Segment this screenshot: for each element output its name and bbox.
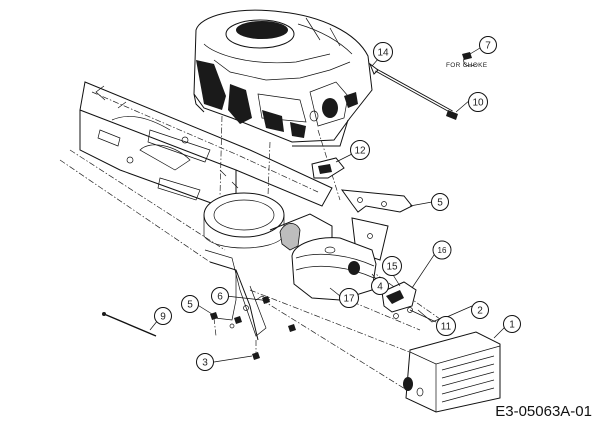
callout-label: 17 (343, 294, 355, 305)
choke-note: FOR CHOKE (446, 62, 488, 69)
callout-14: 14 (373, 42, 393, 62)
callout-1: 1 (503, 315, 521, 333)
muffler (279, 223, 377, 301)
hardware (102, 295, 296, 360)
callout-label: 15 (386, 262, 398, 273)
callout-label: 12 (354, 146, 366, 157)
intake-bracket (311, 157, 345, 179)
callout-3: 3 (196, 353, 214, 371)
callout-label: 3 (202, 358, 208, 369)
callout-label: 5 (437, 198, 443, 209)
callout-17: 17 (339, 288, 359, 308)
callout-label: 11 (441, 322, 452, 333)
callout-7: 7 (479, 36, 497, 54)
callout-label: 16 (438, 246, 447, 255)
callout-11: 11 (436, 316, 456, 336)
diagram-code: E3-05063A-01 (495, 403, 592, 420)
muffler-cover (403, 331, 501, 413)
callout-label: 2 (477, 306, 483, 317)
callout-label: 7 (485, 41, 491, 52)
callout-16: 16 (432, 240, 452, 260)
callout-15: 15 (382, 256, 402, 276)
callout-label: 14 (377, 48, 389, 59)
callout-5-left: 5 (181, 295, 199, 313)
callout-label: 5 (187, 300, 193, 311)
callout-5-right: 5 (431, 193, 449, 211)
callout-6: 6 (211, 287, 229, 305)
choke-cable (368, 52, 477, 120)
callout-label: 4 (377, 282, 383, 293)
callout-label: 1 (509, 320, 515, 331)
callout-label: 6 (217, 292, 223, 303)
callout-2: 2 (471, 301, 489, 319)
leader-lines (149, 47, 507, 363)
callout-10: 10 (468, 92, 488, 112)
engine-assembly (193, 9, 373, 147)
callout-label: 10 (472, 98, 484, 109)
callout-12: 12 (350, 140, 370, 160)
callout-label: 9 (160, 312, 166, 323)
heat-deflector (381, 281, 443, 323)
callout-9: 9 (154, 307, 172, 325)
callout-4: 4 (371, 277, 389, 295)
